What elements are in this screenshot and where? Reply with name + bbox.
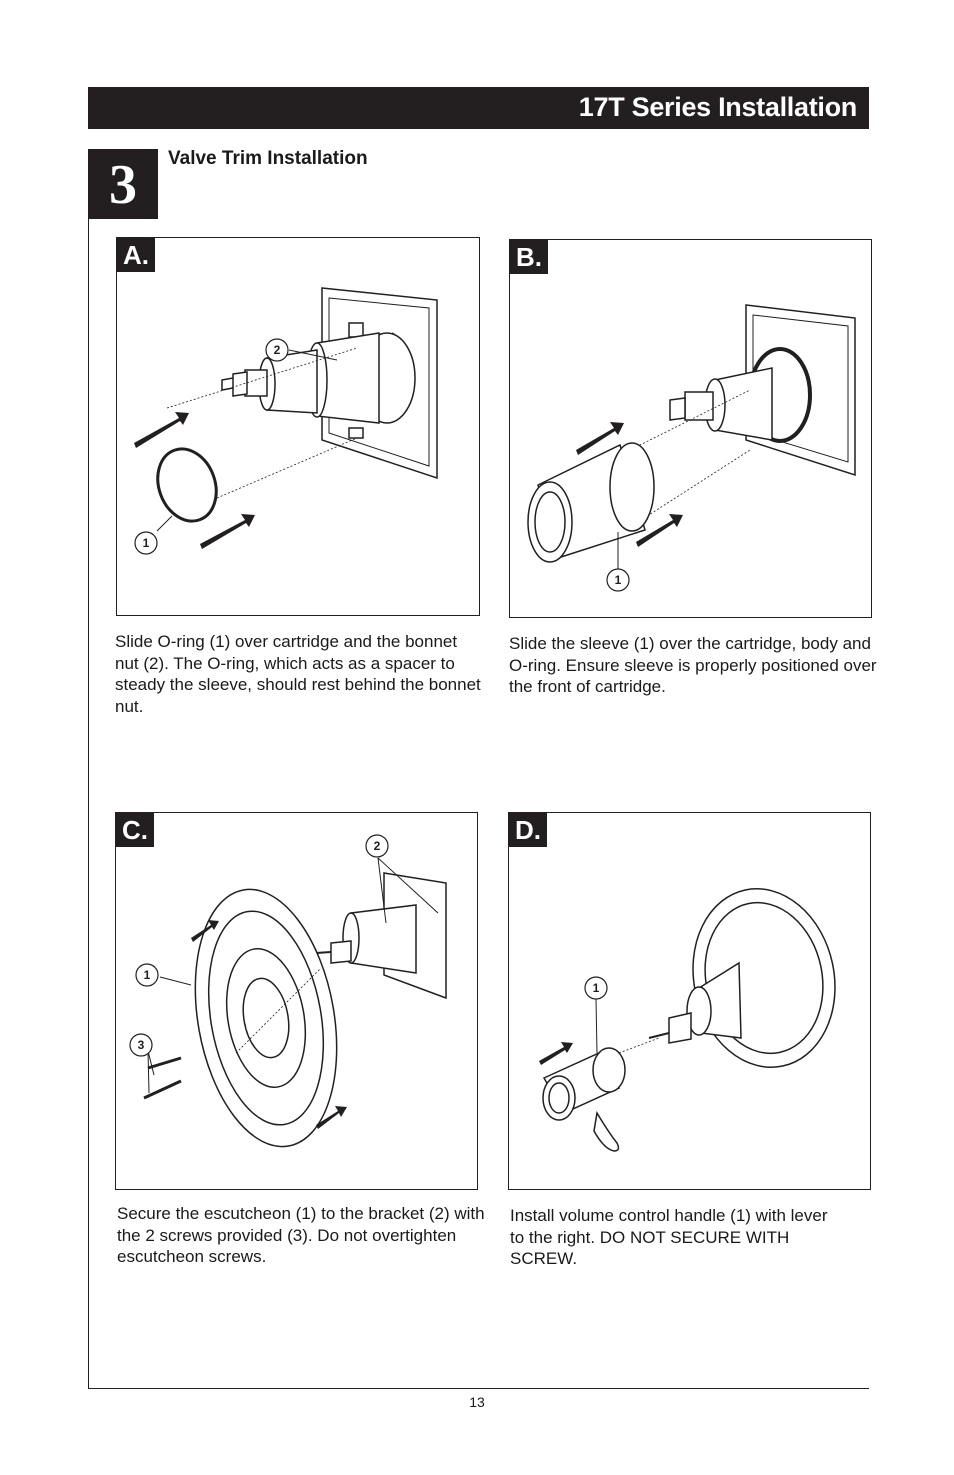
panel-a-illustration: 2 1 [134,287,438,555]
left-rule [88,219,89,1389]
callout-d-1-number: 1 [593,981,600,995]
callout-a-2-number: 2 [274,343,281,357]
page-number: 13 [469,1394,485,1410]
callout-d-1 [584,976,608,1000]
panel-d: 1 D. [508,812,871,1190]
step-number-badge: 3 [88,149,158,219]
callout-a-2 [265,338,289,362]
panel-d-illustration: 1 [539,888,836,1152]
step-title: Valve Trim Installation [168,148,368,169]
callout-c-1 [135,963,159,987]
callout-c-3 [129,1033,153,1057]
callout-c-3-number: 3 [138,1038,145,1052]
panel-b-illustration: 1 [527,304,856,592]
callout-a-1 [134,531,158,555]
bottom-rule [88,1388,869,1389]
callout-c-2-number: 2 [374,839,381,853]
panel-a-caption: Slide O-ring (1) over cartridge and the … [115,632,481,716]
callout-b-1-number: 1 [615,573,622,587]
page-title: 17T Series Installation [578,92,858,122]
panel-d-label: D. [509,813,547,847]
panel-c-label: C. [116,813,154,847]
panel-c-caption: Secure the escutcheon (1) to the bracket… [117,1204,485,1266]
panel-b-label: B. [510,240,548,274]
header-bar: 17T Series Installation [88,87,869,129]
callout-b-1 [606,568,630,592]
callout-c-1-number: 1 [144,968,151,982]
panel-c-illustration: 2 1 3 [129,834,447,1148]
callout-c-2 [365,834,389,858]
panel-a: 2 1 A. [116,237,480,616]
panel-a-label: A. [117,238,155,272]
callout-a-1-number: 1 [143,536,150,550]
panel-d-caption: Install volume control handle (1) with l… [510,1206,828,1268]
panel-c: 2 1 3 C. [115,812,478,1190]
panel-b-caption: Slide the sleeve (1) over the cartridge,… [509,634,877,696]
panel-b: 1 B. [509,239,872,618]
